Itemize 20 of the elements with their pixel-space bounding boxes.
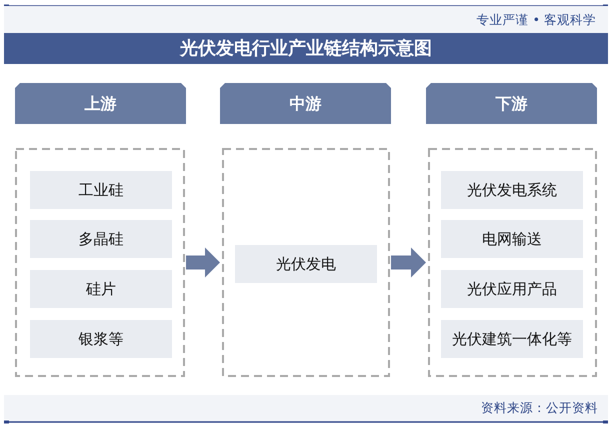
arrow <box>391 248 426 278</box>
stage-header-tab: 下游 <box>426 83 597 124</box>
item-box: 电网输送 <box>441 220 583 258</box>
title-bar: 光伏发电行业产业链结构示意图 <box>4 33 608 64</box>
stage-header-tab: 中游 <box>220 83 391 124</box>
item-box: 工业硅 <box>30 171 172 209</box>
item-box: 光伏发电 <box>235 245 377 283</box>
slogan-text: 专业严谨 • 客观科学 <box>476 11 596 28</box>
item-box: 光伏发电系统 <box>441 171 583 209</box>
source-note: 资料来源：公开资料 <box>481 399 598 416</box>
item-box: 光伏建筑一体化等 <box>441 320 583 358</box>
item-box: 光伏应用产品 <box>441 270 583 308</box>
item-box: 多晶硅 <box>30 220 172 258</box>
arrow <box>186 248 220 278</box>
stage-header-tab: 上游 <box>15 83 186 124</box>
item-box: 银浆等 <box>30 320 172 358</box>
dashed-group-box <box>428 148 597 377</box>
dashed-group-box <box>222 148 390 377</box>
dashed-group-box <box>15 148 185 377</box>
item-box: 硅片 <box>30 270 172 308</box>
